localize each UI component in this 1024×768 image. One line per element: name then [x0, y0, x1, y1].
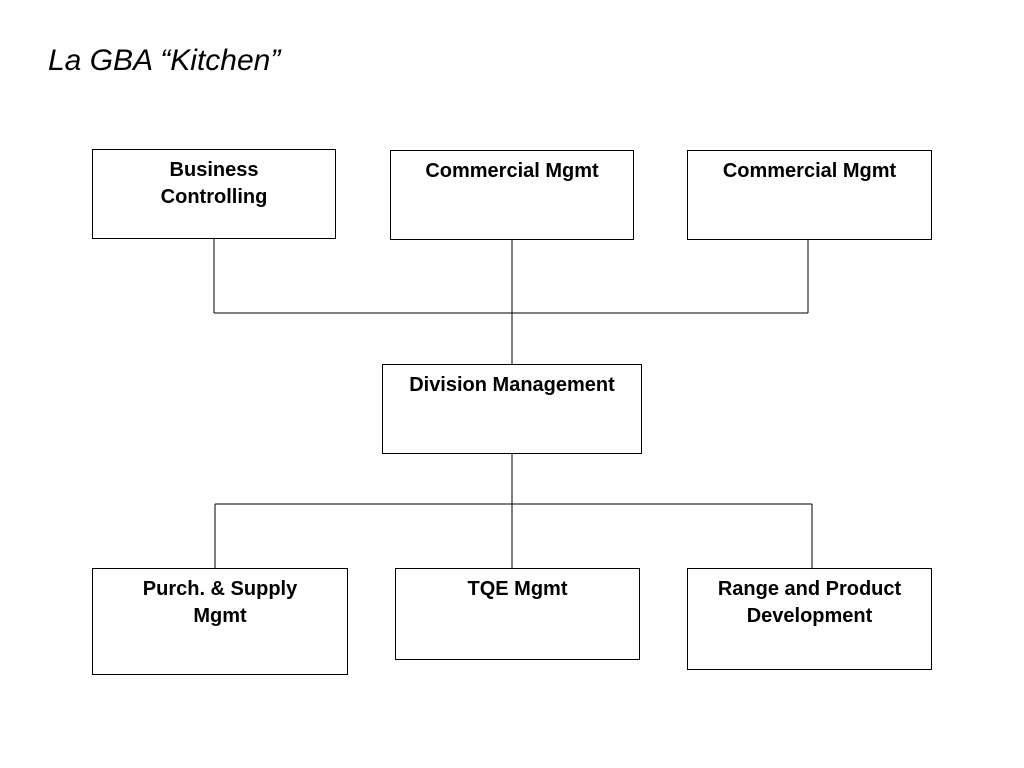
box-label: Commercial Mgmt	[722, 160, 897, 182]
box-tqe-mgmt: TQE Mgmt	[395, 568, 640, 660]
box-label: Division Management	[409, 374, 615, 396]
box-label: Range and Product Development	[717, 578, 902, 627]
slide-title: La GBA “Kitchen”	[48, 44, 281, 77]
box-business-controlling: Business Controlling	[92, 149, 336, 239]
box-purch-supply-mgmt: Purch. & Supply Mgmt	[92, 568, 348, 675]
box-label: TQE Mgmt	[467, 578, 568, 600]
box-label: Purch. & Supply Mgmt	[142, 578, 298, 627]
box-commercial-mgmt-1: Commercial Mgmt	[390, 150, 634, 240]
box-label: Business Controlling	[160, 159, 268, 208]
box-commercial-mgmt-2: Commercial Mgmt	[687, 150, 932, 240]
box-label: Commercial Mgmt	[425, 160, 599, 182]
box-division-management: Division Management	[382, 364, 642, 454]
box-range-product-development: Range and Product Development	[687, 568, 932, 670]
